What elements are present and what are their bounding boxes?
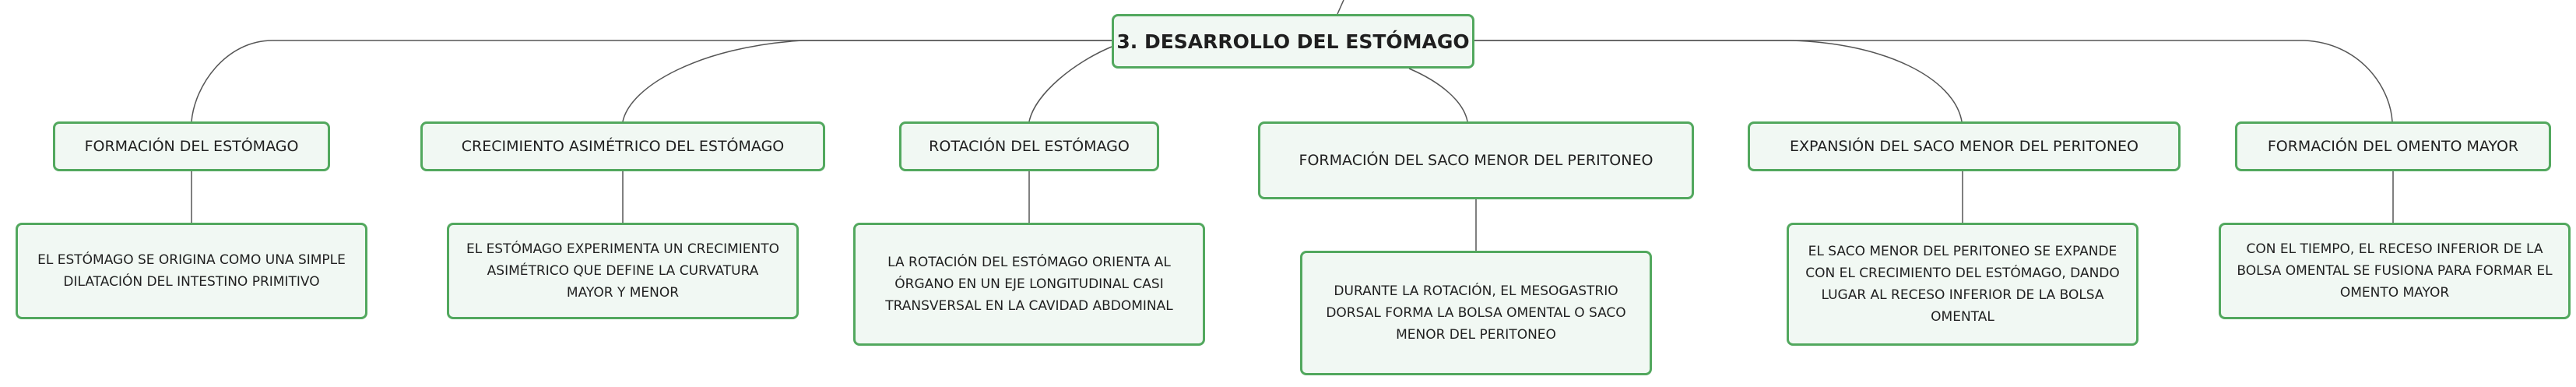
topic-rotacion-estomago[interactable]: ROTACIÓN DEL ESTÓMAGO <box>899 121 1159 171</box>
connector-line <box>1028 46 1112 122</box>
subtopic-label: DURANTE LA ROTACIÓN, EL MESOGASTRIO DORS… <box>1326 283 1626 343</box>
subtopic-expansion-saco-menor[interactable]: EL SACO MENOR DEL PERITONEO SE EXPANDE C… <box>1787 223 2138 346</box>
subtopic-formacion-saco-menor[interactable]: DURANTE LA ROTACIÓN, EL MESOGASTRIO DORS… <box>1300 251 1652 375</box>
subtopic-formacion-estomago[interactable]: EL ESTÓMAGO SE ORIGINA COMO UNA SIMPLE D… <box>16 223 367 319</box>
topic-label: ROTACIÓN DEL ESTÓMAGO <box>929 138 1130 155</box>
connector-line <box>622 40 1112 122</box>
topic-label: EXPANSIÓN DEL SACO MENOR DEL PERITONEO <box>1789 138 2138 155</box>
root-topic-label: 3. DESARROLLO DEL ESTÓMAGO <box>1116 30 1470 53</box>
topic-label: FORMACIÓN DEL OMENTO MAYOR <box>2267 138 2519 155</box>
subtopic-label: CON EL TIEMPO, EL RECESO INFERIOR DE LA … <box>2237 241 2553 301</box>
topic-label: FORMACIÓN DEL ESTÓMAGO <box>84 138 299 155</box>
connector-line <box>1474 40 1963 122</box>
connector-line <box>191 40 1112 122</box>
subtopic-formacion-omento-mayor[interactable]: CON EL TIEMPO, EL RECESO INFERIOR DE LA … <box>2219 223 2571 319</box>
subtopic-rotacion-estomago[interactable]: LA ROTACIÓN DEL ESTÓMAGO ORIENTA AL ÓRGA… <box>853 223 1205 346</box>
connector-line <box>1474 40 2393 122</box>
topic-expansion-saco-menor[interactable]: EXPANSIÓN DEL SACO MENOR DEL PERITONEO <box>1748 121 2181 171</box>
subtopic-label: EL ESTÓMAGO EXPERIMENTA UN CRECIMIENTO A… <box>466 241 780 301</box>
topic-crecimiento-asimetrico[interactable]: CRECIMIENTO ASIMÉTRICO DEL ESTÓMAGO <box>420 121 825 171</box>
topic-formacion-saco-menor[interactable]: FORMACIÓN DEL SACO MENOR DEL PERITONEO <box>1258 121 1694 199</box>
topic-formacion-omento-mayor[interactable]: FORMACIÓN DEL OMENTO MAYOR <box>2235 121 2551 171</box>
subtopic-label: EL SACO MENOR DEL PERITONEO SE EXPANDE C… <box>1805 244 2120 325</box>
connector-line <box>1408 68 1468 122</box>
topic-label: FORMACIÓN DEL SACO MENOR DEL PERITONEO <box>1299 152 1653 169</box>
subtopic-label: EL ESTÓMAGO SE ORIGINA COMO UNA SIMPLE D… <box>37 252 346 290</box>
connector-line <box>1337 0 1344 15</box>
root-topic[interactable]: 3. DESARROLLO DEL ESTÓMAGO <box>1112 14 1474 69</box>
topic-label: CRECIMIENTO ASIMÉTRICO DEL ESTÓMAGO <box>461 138 785 155</box>
topic-formacion-estomago[interactable]: FORMACIÓN DEL ESTÓMAGO <box>53 121 330 171</box>
subtopic-crecimiento-asimetrico[interactable]: EL ESTÓMAGO EXPERIMENTA UN CRECIMIENTO A… <box>447 223 799 319</box>
subtopic-label: LA ROTACIÓN DEL ESTÓMAGO ORIENTA AL ÓRGA… <box>885 255 1173 314</box>
